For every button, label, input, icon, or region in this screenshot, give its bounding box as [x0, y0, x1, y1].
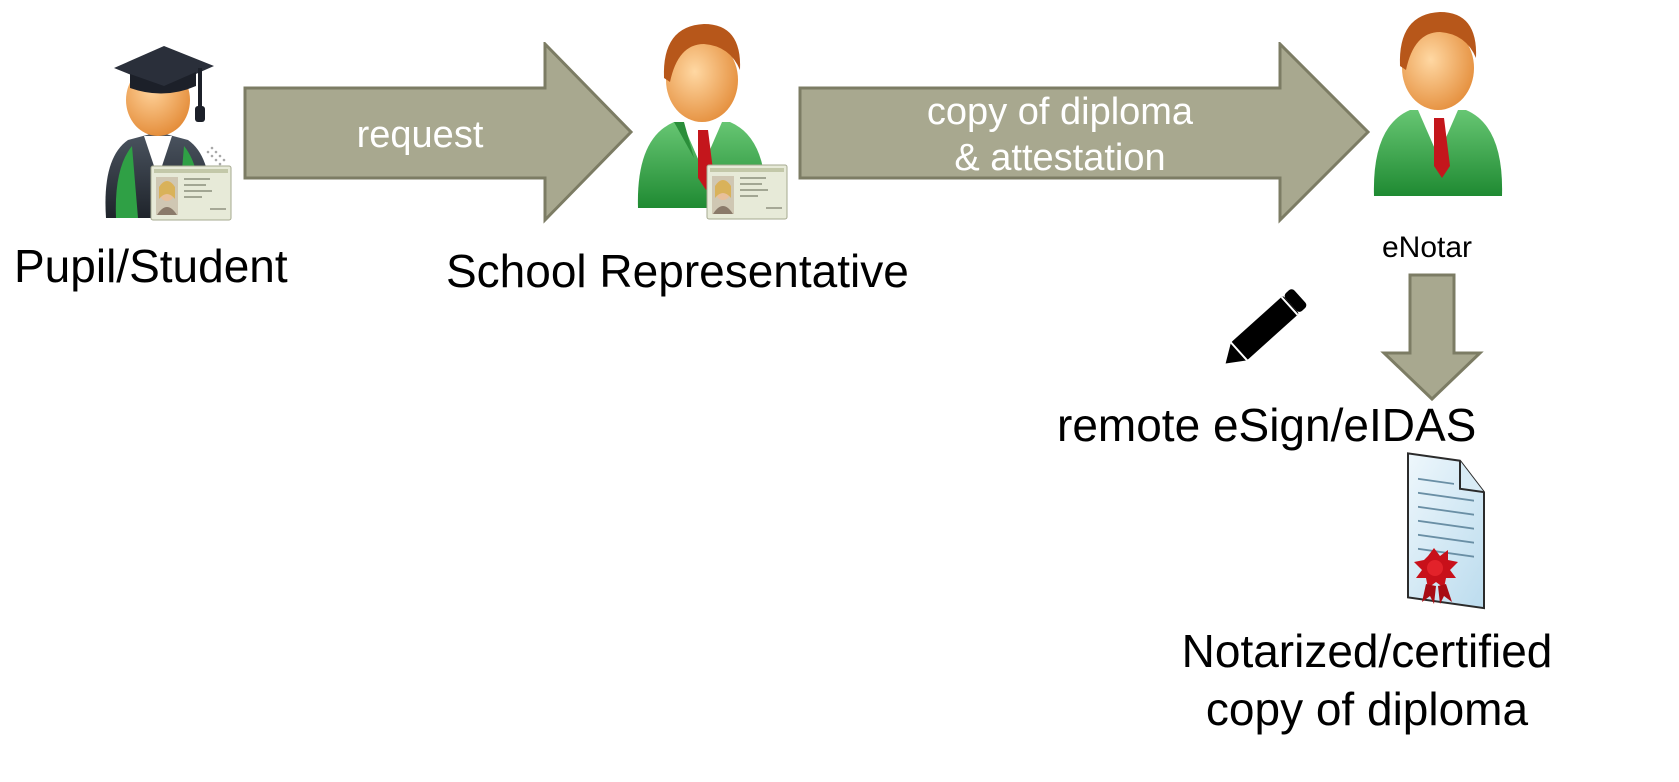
copy-arrow: [798, 42, 1373, 224]
school-label: School Representative: [446, 245, 909, 297]
pencil-icon: [1212, 278, 1318, 378]
result-label-line2: copy of diploma: [1205, 683, 1529, 735]
result-label: Notarized/certified copy of diploma: [1162, 622, 1572, 738]
down-arrow: [1380, 273, 1484, 403]
pupil-label: Pupil/Student: [14, 240, 288, 292]
enotar-label: eNotar: [1382, 231, 1473, 264]
signing-label: remote eSign/eIDAS: [1057, 399, 1477, 451]
copy-arrow-label-line2: & attestation: [954, 136, 1166, 179]
school-id-card-icon: [706, 164, 788, 220]
result-label-line1: Notarized/certified: [1181, 625, 1553, 677]
seal-icon: [1414, 548, 1458, 604]
pupil-graduate-icon: [88, 28, 248, 238]
request-arrow: [243, 42, 635, 224]
request-arrow-label: request: [356, 114, 484, 156]
copy-arrow-label-line1: copy of diploma: [926, 91, 1194, 133]
certificate-icon: [1398, 452, 1492, 614]
pupil-id-card-icon: [150, 165, 232, 221]
enotar-person-icon: [1368, 4, 1508, 204]
copy-arrow-label: copy of diploma & attestation: [900, 90, 1220, 181]
